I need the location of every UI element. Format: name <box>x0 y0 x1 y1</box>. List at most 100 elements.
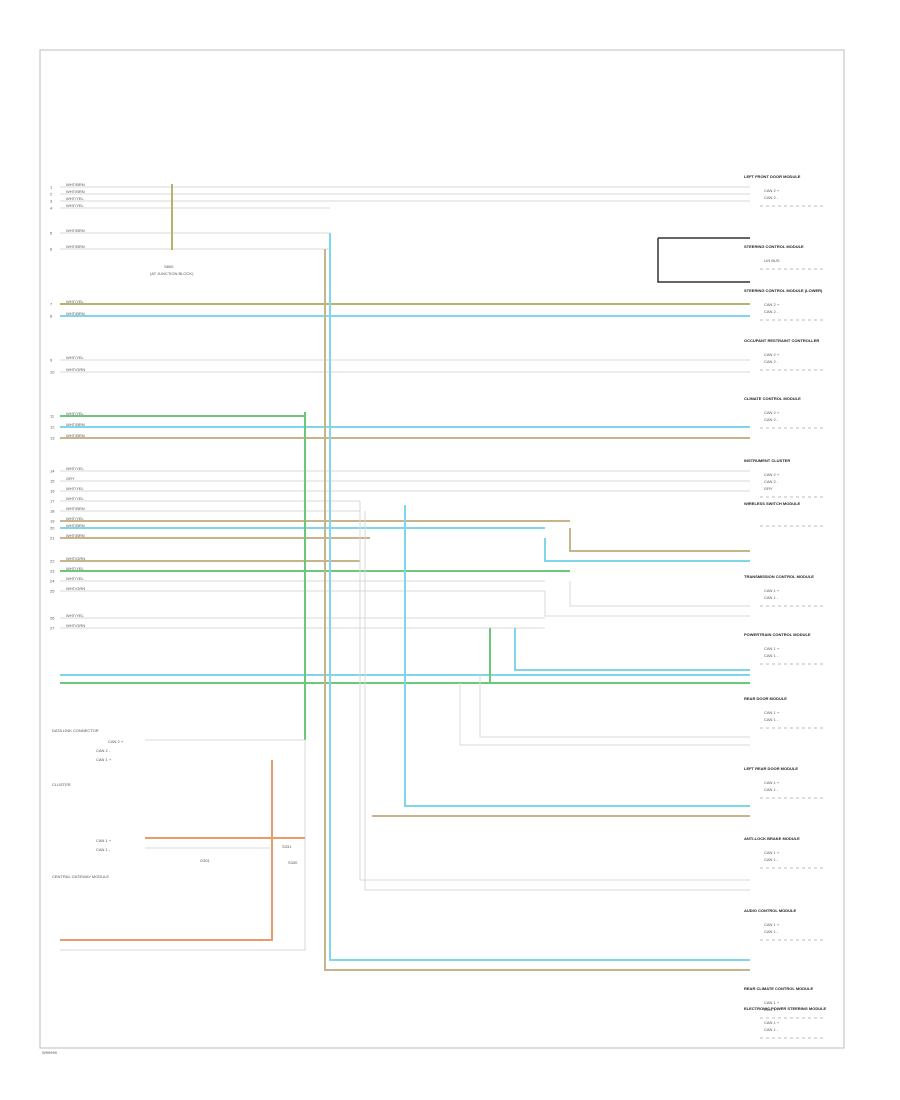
right-module-pin: CAN 2 - <box>764 417 779 422</box>
right-module-name: REAR CLIMATE CONTROL MODULE <box>744 986 814 991</box>
right-module-pin: CAN 1 + <box>764 850 780 855</box>
left-wire-label: WHT/YEL <box>66 196 85 201</box>
right-module-pin: CAN 1 + <box>764 588 780 593</box>
left-wire-label: WHT/YEL <box>66 566 85 571</box>
left-wire-label: WHT/YEL <box>66 355 85 360</box>
splice-label: S800 <box>164 264 174 269</box>
wires-layer <box>60 184 750 971</box>
left-wire-label: WHT/BRN <box>66 182 85 187</box>
gray-branch <box>459 683 750 746</box>
right-module-pin: CAN 1 + <box>764 1020 780 1025</box>
left-pin-number: 6 <box>50 247 53 252</box>
splice-b-label: S330 <box>288 860 298 865</box>
left-wire-label: WHT/BRN <box>66 523 85 528</box>
right-module-pin: CAN 1 - <box>764 787 779 792</box>
gray-branch <box>479 675 750 738</box>
left-wire-label: GRY <box>66 476 75 481</box>
left-pin-number: 25 <box>50 589 55 594</box>
left-wire-label: WHT/GRN <box>66 586 85 591</box>
left-wire-label: WHT/BRN <box>66 433 85 438</box>
right-module-name: STEERING CONTROL MODULE <box>744 244 804 249</box>
tan-branch <box>569 528 750 552</box>
right-module-pin: CAN 2 - <box>764 359 779 364</box>
left-wire-label: WHT/GRN <box>66 556 85 561</box>
right-module-name: STEERING CONTROL MODULE (LOWER) <box>744 288 823 293</box>
left-wire-label: WHT/BRN <box>66 311 85 316</box>
cyan-bus <box>404 505 750 807</box>
left-pin-number: 18 <box>50 509 55 514</box>
left-pin-number: 27 <box>50 626 55 631</box>
right-module-pin: CAN 1 - <box>764 717 779 722</box>
left-wire-label: WHT/GRN <box>66 367 85 372</box>
left-wire-label: WHT/YEL <box>66 466 85 471</box>
footer-code: W99999 <box>42 1050 58 1055</box>
dlc-pin-3: CAN 1 + <box>96 757 112 762</box>
left-wire-label: WHT/GRN <box>66 623 85 628</box>
ground-label: G301 <box>200 858 211 863</box>
steering-loop <box>657 238 750 283</box>
left-pin-number: 2 <box>50 192 53 197</box>
left-wire-label: WHT/BRN <box>66 189 85 194</box>
right-module-pin: CAN 1 - <box>764 653 779 658</box>
right-module-name: REAR DOOR MODULE <box>744 696 787 701</box>
diagram-frame <box>39 49 845 1049</box>
right-module-name: OCCUPANT RESTRAINT CONTROLLER <box>744 338 819 343</box>
cyan-branch <box>514 628 750 671</box>
left-pin-number: 3 <box>50 199 53 204</box>
left-pin-number: 12 <box>50 425 55 430</box>
left-pin-number: 17 <box>50 499 55 504</box>
right-module-pin: CAN 2 - <box>764 195 779 200</box>
right-module-pin: CAN 1 - <box>764 857 779 862</box>
left-pin-number: 21 <box>50 536 55 541</box>
right-module-pin: CAN 2 + <box>764 472 780 477</box>
splice-sub-label: (AT JUNCTION BLOCK) <box>150 271 194 276</box>
right-module-pin: CAN 1 + <box>764 922 780 927</box>
left-pin-number: 5 <box>50 231 53 236</box>
left-pin-number: 4 <box>50 206 53 211</box>
left-wire-label: WHT/YEL <box>66 486 85 491</box>
left-pin-number: 20 <box>50 526 55 531</box>
right-module-pin: CAN 1 + <box>764 710 780 715</box>
green-branch <box>489 628 750 684</box>
right-module-name: CLIMATE CONTROL MODULE <box>744 396 801 401</box>
dlc-pin-1: CAN 2 + <box>108 739 124 744</box>
right-module-name: AUDIO CONTROL MODULE <box>744 908 796 913</box>
splice-a-label: S331 <box>282 844 292 849</box>
lower-box <box>60 739 306 951</box>
tan-long <box>324 249 750 971</box>
right-module-pin: CAN 2 + <box>764 352 780 357</box>
left-wire-label: WHT/BRN <box>66 422 85 427</box>
left-wire-label: WHT/YEL <box>66 496 85 501</box>
gray-branch <box>544 591 750 617</box>
left-pin-number: 23 <box>50 569 55 574</box>
right-module-pin: CAN 2 + <box>764 410 780 415</box>
left-wire-label: WHT/YEL <box>66 613 85 618</box>
left-pin-number: 11 <box>50 414 55 419</box>
gray-branch <box>569 581 750 607</box>
right-module-name: LEFT REAR DOOR MODULE <box>744 766 798 771</box>
gateway-pin-2: CAN 1 - <box>96 847 111 852</box>
gray-branch <box>359 501 750 881</box>
left-pin-number: 13 <box>50 436 55 441</box>
dlc-title: DATA LINK CONNECTOR <box>52 728 99 733</box>
left-wire-label: WHT/YEL <box>66 576 85 581</box>
right-module-pin: CAN 2 + <box>764 302 780 307</box>
right-module-pin: CAN 1 - <box>764 595 779 600</box>
right-module-pin: CAN 1 + <box>764 1000 780 1005</box>
left-wire-label: WHT/YEL <box>66 299 85 304</box>
gateway-pin-1: CAN 1 + <box>96 838 112 843</box>
left-pin-number: 8 <box>50 314 53 319</box>
left-pin-number: 26 <box>50 616 55 621</box>
right-module-pin: CAN 1 - <box>764 1027 779 1032</box>
right-module-name: TRANSMISSION CONTROL MODULE <box>744 574 814 579</box>
left-wire-label: WHT/YEL <box>66 516 85 521</box>
right-module-name: WIRELESS SWITCH MODULE <box>744 501 801 506</box>
orange-ret <box>60 760 273 941</box>
right-module-name: ANTI-LOCK BRAKE MODULE <box>744 836 800 841</box>
left-pin-number: 16 <box>50 489 55 494</box>
left-wire-label: WHT/BRN <box>66 228 85 233</box>
left-pin-number: 19 <box>50 519 55 524</box>
dlc-label: CLUSTER <box>52 782 71 787</box>
